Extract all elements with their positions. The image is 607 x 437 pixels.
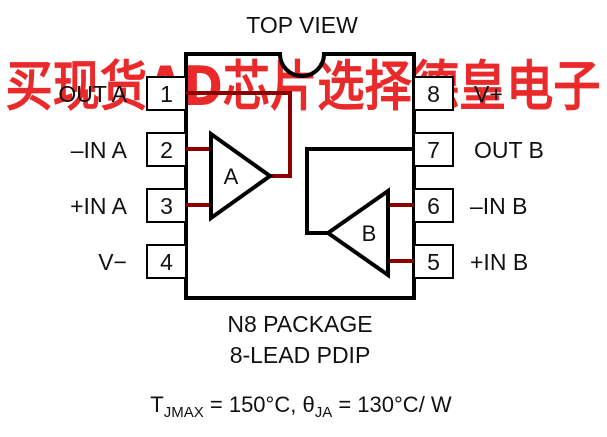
thermal-spec: TJMAX = 150°C, θJA = 130°C/ W: [150, 392, 452, 421]
pin-number-1: 1: [160, 81, 173, 107]
pin-label-minus-in-b: –IN B: [470, 193, 528, 219]
pin-label-out-a: OUT A: [58, 81, 127, 107]
pin-box-2: [146, 132, 187, 167]
amp-a-wiring: [186, 91, 292, 207]
tjmax-subscript: JMAX: [164, 404, 204, 421]
amp-a-triangle: [209, 130, 274, 222]
pin-label-minus-in-a: –IN A: [71, 137, 128, 163]
tjmax-symbol: T: [150, 392, 163, 417]
theta-symbol: θ: [302, 392, 314, 417]
pin-label-plus-in-a: +IN A: [70, 193, 128, 219]
pin-box-3: [146, 188, 187, 223]
pin-number-8: 8: [427, 81, 440, 107]
pin-number-3: 3: [160, 193, 173, 219]
pin-number-5: 5: [427, 249, 440, 275]
pin-number-4: 4: [160, 249, 173, 275]
pin-box-1: [146, 76, 187, 111]
pin-label-v-plus: V+: [474, 81, 503, 107]
pin-label-out-b: OUT B: [474, 137, 544, 163]
ic-package-body: [184, 52, 416, 300]
top-view-title: TOP VIEW: [246, 12, 358, 38]
theta-value: = 130°C/ W: [332, 392, 452, 417]
package-name: N8 PACKAGE: [227, 311, 372, 337]
pin-number-7: 7: [427, 137, 440, 163]
pin-box-5: [413, 244, 454, 279]
amp-b-wiring: [388, 203, 414, 263]
amp-a-label: A: [224, 164, 239, 189]
pin-label-v-minus: V−: [98, 249, 127, 275]
pin-number-6: 6: [427, 193, 440, 219]
pin-box-6: [413, 188, 454, 223]
amp-b-triangle: [324, 187, 390, 279]
pin-box-8: [413, 76, 454, 111]
watermark-text: 买现货AD芯片选择德皇电子: [6, 55, 601, 118]
theta-subscript: JA: [315, 404, 333, 421]
tjmax-value: = 150°C,: [204, 392, 303, 417]
package-type: 8-LEAD PDIP: [230, 342, 371, 368]
pin-number-2: 2: [160, 137, 173, 163]
pin-box-4: [146, 244, 187, 279]
pin-label-plus-in-b: +IN B: [470, 249, 528, 275]
amp-b-feedback: [305, 147, 414, 235]
amp-b-label: B: [362, 221, 377, 246]
